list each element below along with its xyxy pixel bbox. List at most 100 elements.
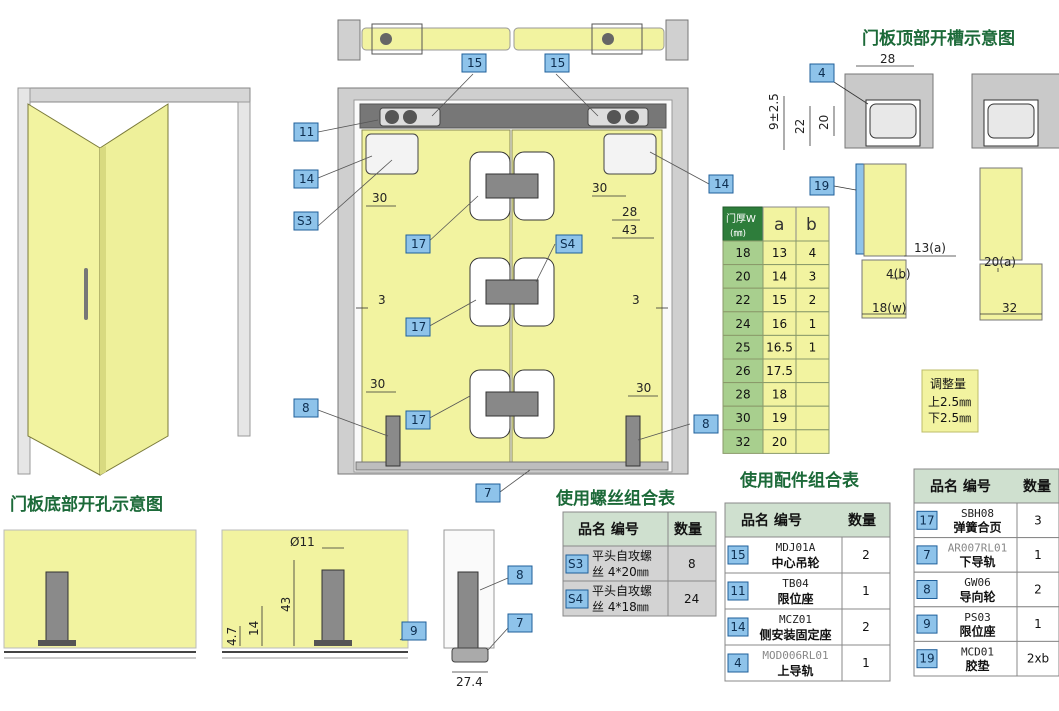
fitting-name: 弹簧合页 (953, 520, 1001, 535)
svg-text:14: 14 (299, 172, 314, 186)
svg-text:调整量: 调整量 (930, 376, 966, 391)
thickness-cell-text: 2 (809, 293, 817, 307)
fitting-header-qty: 数量 (848, 512, 876, 529)
dim-30-a: 30 (372, 191, 387, 205)
thickness-cell-text: 24 (735, 317, 750, 331)
screw-code-0: S3 (568, 557, 583, 571)
trolley-left (379, 107, 441, 127)
fitting-code: SBH08 (961, 507, 994, 520)
callout-S4: S4 (555, 234, 583, 254)
thickness-cell-text: 28 (735, 388, 750, 402)
dim-hole-43: 43 (279, 597, 293, 612)
fitting-qty-cell (1016, 537, 1059, 573)
title-screw-table: 使用螺丝组合表 (555, 488, 676, 509)
fitting-no-badge (727, 617, 749, 637)
svg-text:9: 9 (410, 624, 418, 638)
screw-qty-1: 24 (684, 592, 699, 606)
fitting-no: 9 (923, 617, 931, 631)
callout-14-b: 14 (708, 174, 734, 194)
thickness-header-b: b (806, 215, 817, 235)
svg-text:17: 17 (411, 413, 426, 427)
callout-8-b: 8 (693, 414, 719, 434)
screw-table: 品名 编号 数量 S3 平头自攻螺 丝 4*20㎜ 8 S4 平头自攻螺 丝 4… (562, 511, 717, 617)
fitting-code: MCZ01 (779, 613, 812, 626)
fitting-qty-cell (1016, 606, 1059, 642)
svg-text:19: 19 (814, 179, 829, 193)
fitting-no-badge (916, 580, 938, 599)
dim-30-c: 30 (370, 377, 385, 391)
screw-name1-0: 平头自攻螺 (592, 549, 652, 563)
thickness-cell (795, 382, 830, 407)
svg-text:8: 8 (702, 417, 710, 431)
thickness-cell (795, 405, 830, 431)
screw-name2-0: 丝 4*20㎜ (592, 565, 649, 579)
dim-hole-274: 27.4 (456, 675, 483, 689)
fitting-qty: 2 (1034, 583, 1042, 597)
callout-7-b: 7 (507, 613, 533, 633)
fitting-name: 导向轮 (959, 589, 996, 604)
callout-15-b: 15 (544, 53, 570, 73)
thickness-header-w: 门厚W (726, 212, 756, 225)
dim-4b: 4(b) (886, 267, 911, 281)
fitting-no: 15 (730, 548, 745, 562)
svg-text:11: 11 (299, 125, 314, 139)
screw-code-1: S4 (568, 592, 583, 606)
fitting-code: MDJ01A (776, 541, 816, 554)
callout-7: 7 (475, 483, 501, 503)
thickness-cell-text: 16 (772, 317, 787, 331)
thickness-cell-text: 17.5 (766, 364, 793, 378)
screw-header-name: 品名 编号 (578, 521, 639, 538)
thickness-cell-text: 26 (735, 364, 750, 378)
svg-text:8: 8 (302, 401, 310, 415)
fitting-header-qty: 数量 (1023, 478, 1051, 495)
thickness-cell-text: 14 (772, 270, 787, 284)
thickness-cell-text: 22 (735, 293, 750, 307)
fitting-no: 11 (730, 584, 745, 598)
callout-14-a: 14 (293, 169, 319, 189)
svg-text:S4: S4 (560, 237, 575, 251)
fitting-name: 中心吊轮 (771, 555, 820, 570)
thickness-cell-text: 3 (809, 270, 817, 284)
fitting-name: 限位座 (959, 623, 995, 638)
fitting-qty-cell (841, 644, 891, 682)
fitting-no: 14 (730, 620, 745, 634)
callout-S3: S3 (293, 211, 319, 231)
thickness-cell-text: 16.5 (766, 340, 793, 354)
fitting-name: 胶垫 (965, 658, 989, 673)
dim-3-b: 3 (632, 293, 640, 307)
dim-30-d: 30 (636, 381, 651, 395)
fitting-qty: 2xb (1027, 652, 1049, 666)
svg-text:15: 15 (467, 56, 482, 70)
fitting-no-badge (727, 653, 749, 673)
thickness-cell-text: 20 (735, 270, 750, 284)
dim-3-a: 3 (378, 293, 386, 307)
dim-slot-20: 20 (817, 115, 831, 130)
fitting-qty: 1 (1034, 617, 1042, 631)
fitting-table: 品名 编号数量15MDJ01A中心吊轮211TB04限位座114MCZ01侧安装… (724, 502, 891, 682)
svg-text:下2.5㎜: 下2.5㎜ (928, 411, 971, 425)
dim-hole-14: 14 (247, 621, 261, 636)
thickness-cell-text: 1 (809, 340, 817, 354)
screw-name1-1: 平头自攻螺 (592, 584, 652, 598)
thickness-cell-text: 15 (772, 293, 787, 307)
fitting-name: 上导轨 (777, 663, 813, 678)
thickness-cell-text: 25 (735, 340, 750, 354)
thickness-cell-text: 1 (809, 317, 817, 331)
fitting-no-badge (916, 649, 938, 669)
fitting-qty-cell (841, 536, 891, 574)
dim-18w: 18(w) (872, 301, 906, 315)
svg-text:7: 7 (516, 616, 524, 630)
fitting-no-badge (727, 581, 749, 601)
dim-slot-9: 9±2.5 (767, 93, 781, 130)
thickness-cell-text: 30 (735, 411, 750, 425)
svg-text:8: 8 (516, 568, 524, 582)
title-bottom-hole: 门板底部开孔示意图 (10, 494, 163, 515)
callout-11: 11 (293, 122, 319, 142)
fitting-qty-cell (1016, 640, 1059, 677)
dim-13a: 13(a) (914, 241, 946, 255)
svg-text:S3: S3 (297, 214, 312, 228)
fitting-name: 侧安装固定座 (759, 627, 831, 642)
svg-text:7: 7 (484, 486, 492, 500)
